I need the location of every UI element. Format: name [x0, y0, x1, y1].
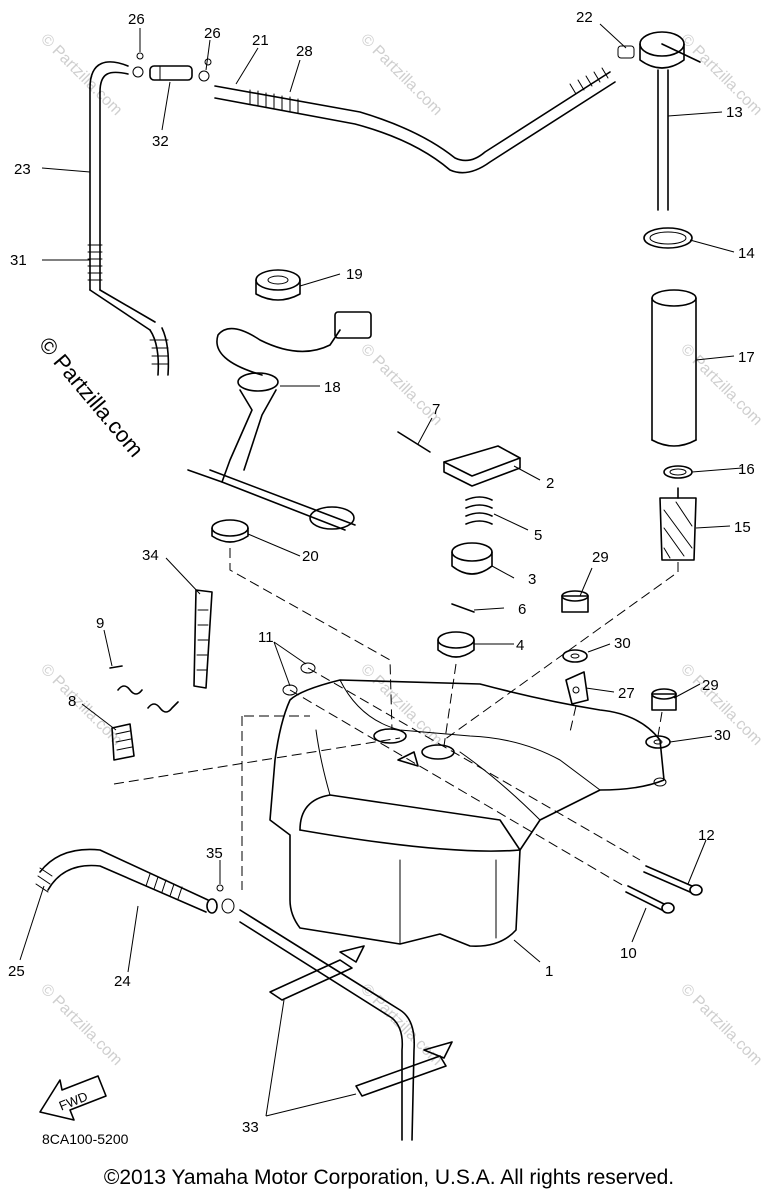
- callout-label: 11: [258, 629, 274, 646]
- clamp-16: [663, 465, 693, 479]
- watermark-tile: © Partzilla.com: [37, 981, 125, 1069]
- callout-label: 29: [592, 549, 609, 566]
- clip-26-left: [132, 52, 144, 78]
- callout-label: 12: [698, 827, 715, 844]
- grommet-20: [211, 519, 249, 543]
- band-34: [193, 589, 213, 689]
- callout-label: 22: [576, 9, 593, 26]
- pin-6: [451, 603, 475, 613]
- callout-label: 31: [10, 252, 27, 269]
- bracket-2: [443, 445, 521, 487]
- callout-label: 25: [8, 963, 25, 980]
- callout-label: 21: [252, 32, 269, 49]
- callout-label: 20: [302, 548, 319, 565]
- callout-label: 6: [518, 601, 526, 618]
- clamp-22: [617, 45, 635, 59]
- callout-label: 13: [726, 104, 743, 121]
- clip-35: [216, 884, 235, 914]
- spring-9: [109, 665, 179, 713]
- connection-lines: [113, 548, 679, 890]
- callout-label: 33: [242, 1119, 259, 1136]
- pin-7: [397, 431, 431, 453]
- callout-label: 3: [528, 571, 536, 588]
- watermark-tile: © Partzilla.com: [677, 981, 765, 1069]
- callout-label: 26: [128, 11, 145, 28]
- fuel-gauge-13: [639, 31, 701, 211]
- callout-label: 4: [516, 637, 524, 654]
- filter-tube-17: [651, 289, 697, 447]
- callout-labels: 1 2 3 4 5 6 7 8 9 10 11 12 13 14 15 16 1…: [8, 9, 755, 1136]
- callout-label: 19: [346, 266, 363, 283]
- callout-label: 16: [738, 461, 755, 478]
- clip-26-right: [198, 58, 212, 82]
- clamp-27: [565, 671, 589, 705]
- gasket-4: [437, 631, 475, 658]
- pipe-32: [149, 65, 193, 81]
- watermark-tile: © Partzilla.com: [37, 31, 125, 119]
- grommet-19: [255, 269, 301, 301]
- nut-29-upper: [561, 590, 589, 613]
- callout-label: 9: [96, 615, 104, 632]
- callout-label: 5: [534, 527, 542, 544]
- band-33: [269, 945, 453, 1097]
- callout-label: 7: [432, 401, 440, 418]
- callout-label: 17: [738, 349, 755, 366]
- watermark-tile: © Partzilla.com: [677, 31, 765, 119]
- callout-label: 24: [114, 973, 131, 990]
- sender-unit-18: [187, 311, 372, 531]
- callout-label: 8: [68, 693, 76, 710]
- callout-label: 2: [546, 475, 554, 492]
- callout-label: 18: [324, 379, 341, 396]
- copyright-footer: ©2013 Yamaha Motor Corporation, U.S.A. A…: [103, 1166, 675, 1189]
- gasket-14: [643, 227, 693, 249]
- nut-29-lower: [651, 688, 677, 711]
- callout-label: 27: [618, 685, 635, 702]
- fwd-arrow: FWD: [39, 1075, 107, 1121]
- fuel-tank-1: [269, 679, 667, 947]
- callout-label: 1: [545, 963, 553, 980]
- bolt-10: [625, 885, 675, 914]
- callout-label: 32: [152, 133, 169, 150]
- fuel-filter-15: [659, 487, 697, 561]
- callout-label: 30: [614, 635, 631, 652]
- vent-hose-23: [87, 61, 170, 376]
- spring-5: [465, 496, 493, 525]
- callout-label: 28: [296, 43, 313, 60]
- watermark-main: © Partzilla.com: [34, 332, 148, 462]
- bracket-8: [111, 723, 135, 761]
- callout-label: 34: [142, 547, 159, 564]
- fwd-label: FWD: [57, 1089, 90, 1114]
- callout-label: 10: [620, 945, 637, 962]
- callout-label: 26: [204, 25, 221, 42]
- callout-label: 14: [738, 245, 755, 262]
- drain-pipe: [239, 909, 416, 1141]
- cap-3: [451, 542, 493, 575]
- hose-24: [35, 848, 218, 914]
- diagram-ref-code: 8CA100-5200: [42, 1131, 129, 1147]
- callout-label: 15: [734, 519, 751, 536]
- callout-label: 29: [702, 677, 719, 694]
- washer-30-upper: [562, 649, 588, 663]
- watermark-tile: © Partzilla.com: [357, 661, 445, 749]
- bolt-12: [643, 865, 703, 896]
- callout-label: 35: [206, 845, 223, 862]
- watermark-tile: © Partzilla.com: [357, 31, 445, 119]
- callout-label: 30: [714, 727, 731, 744]
- hose-21: [214, 67, 616, 174]
- callout-label: 23: [14, 161, 31, 178]
- leader-lines: [19, 23, 743, 1117]
